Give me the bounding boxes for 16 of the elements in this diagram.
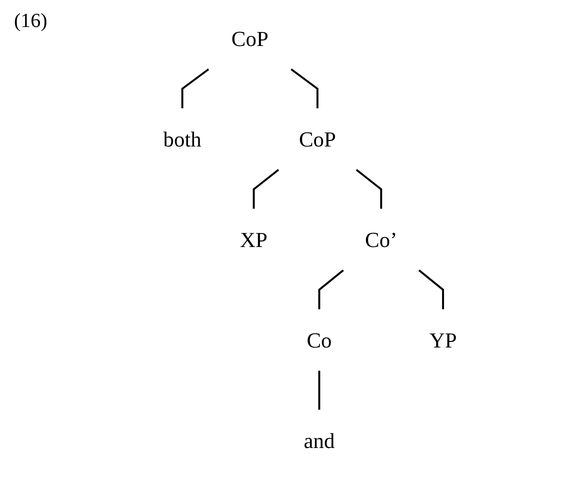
tree-node-label: Co’ bbox=[365, 226, 398, 254]
tree-node-label: and bbox=[304, 427, 335, 455]
tree-node-label: XP bbox=[240, 226, 268, 254]
example-number: (16) bbox=[14, 10, 48, 33]
branch-line bbox=[418, 269, 444, 310]
tree-node-label: both bbox=[163, 126, 202, 154]
tree-node-label: CoP bbox=[231, 25, 268, 53]
branch-line bbox=[318, 370, 320, 410]
branch-line bbox=[252, 168, 280, 209]
tree-node-label: YP bbox=[429, 326, 457, 354]
branch-line bbox=[181, 68, 210, 108]
tree-node-label: CoP bbox=[298, 126, 336, 154]
branch-line bbox=[290, 68, 318, 108]
tree-node-label: Co bbox=[306, 326, 332, 354]
branch-line bbox=[318, 269, 344, 310]
branch-line bbox=[356, 168, 382, 209]
